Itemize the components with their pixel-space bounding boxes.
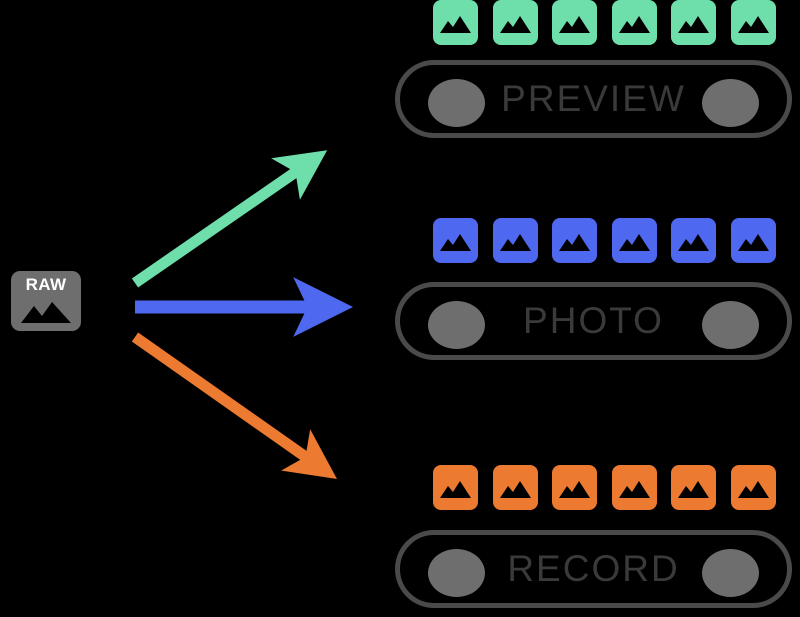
film-reel-right-icon bbox=[702, 549, 759, 597]
image-icon bbox=[618, 234, 650, 251]
pipeline-label-preview: PREVIEW bbox=[501, 78, 686, 119]
frame-tile bbox=[433, 465, 478, 510]
frame-tile bbox=[671, 465, 717, 510]
film-reel-left-icon bbox=[428, 79, 485, 127]
frame-tile bbox=[731, 0, 776, 45]
image-icon bbox=[678, 16, 710, 33]
pipeline-pill-record[interactable]: RECORD bbox=[395, 530, 792, 608]
image-icon bbox=[559, 16, 591, 33]
image-icon bbox=[499, 234, 531, 251]
frame-tile bbox=[611, 465, 657, 510]
image-icon bbox=[738, 234, 769, 251]
image-icon bbox=[440, 16, 471, 33]
pipeline-pill-photo[interactable]: PHOTO bbox=[395, 282, 792, 360]
image-icon bbox=[678, 481, 710, 498]
arrow-preview bbox=[131, 150, 328, 288]
film-reel-right-icon bbox=[702, 301, 759, 349]
image-icon bbox=[440, 234, 471, 251]
image-icon bbox=[21, 302, 71, 323]
frame-tile bbox=[611, 218, 657, 263]
arrow-record bbox=[131, 332, 337, 479]
image-icon bbox=[738, 16, 769, 33]
pipeline-label-photo: PHOTO bbox=[523, 300, 664, 341]
raw-label: RAW bbox=[25, 275, 67, 294]
image-icon bbox=[678, 234, 710, 251]
frame-tile bbox=[671, 0, 717, 45]
image-icon bbox=[559, 234, 591, 251]
frame-tile bbox=[492, 218, 538, 263]
frame-tile bbox=[552, 218, 598, 263]
frame-tile bbox=[611, 0, 657, 45]
frame-row-photo bbox=[433, 218, 776, 263]
frame-row-record bbox=[433, 465, 776, 510]
image-icon bbox=[440, 481, 471, 498]
film-reel-left-icon bbox=[428, 549, 485, 597]
image-icon bbox=[499, 16, 531, 33]
image-icon bbox=[499, 481, 531, 498]
film-reel-left-icon bbox=[428, 301, 485, 349]
frame-tile bbox=[492, 0, 538, 45]
image-icon bbox=[618, 16, 650, 33]
frame-row-preview bbox=[433, 0, 776, 45]
frame-tile bbox=[731, 465, 776, 510]
frame-tile bbox=[492, 465, 538, 510]
image-icon bbox=[738, 481, 769, 498]
pipeline-pill-preview[interactable]: PREVIEW bbox=[395, 60, 792, 138]
film-reel-right-icon bbox=[702, 79, 759, 127]
raw-source-icon: RAW bbox=[11, 271, 81, 331]
frame-tile bbox=[731, 218, 776, 263]
image-icon bbox=[559, 481, 591, 498]
frame-tile bbox=[552, 465, 598, 510]
frame-tile bbox=[433, 0, 478, 45]
frame-tile bbox=[433, 218, 478, 263]
frame-tile bbox=[552, 0, 598, 45]
frame-tile bbox=[671, 218, 717, 263]
pipeline-label-record: RECORD bbox=[507, 548, 680, 589]
image-icon bbox=[618, 481, 650, 498]
